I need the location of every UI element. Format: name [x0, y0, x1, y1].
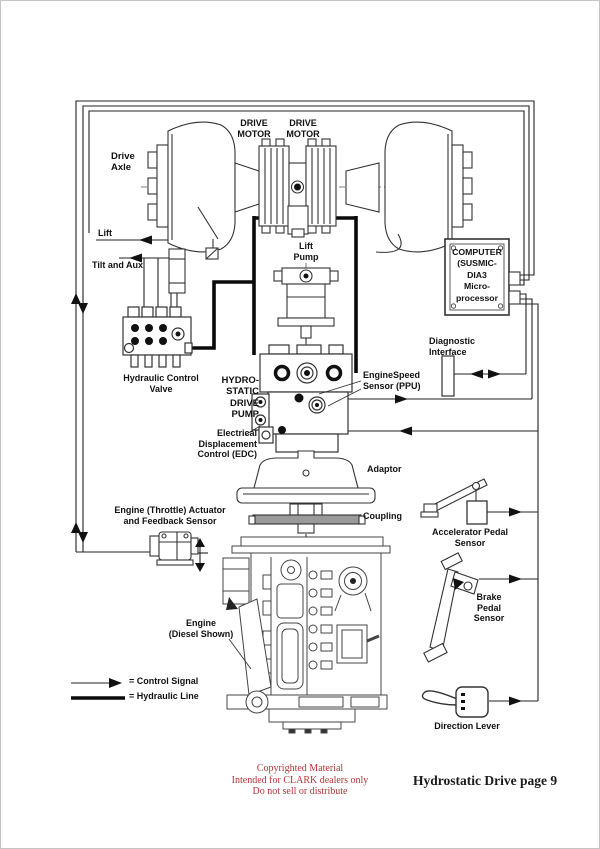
label-lift-pump: Lift Pump	[293, 241, 319, 262]
legend-control-signal: = Control Signal	[129, 676, 199, 686]
label-edc: Electrical Displacement Control (EDC)	[197, 428, 258, 460]
leader-lines	[228, 380, 362, 670]
label-coupling: Coupling	[363, 511, 402, 521]
drive-axle-illustration	[147, 121, 473, 260]
diagnostic-interface-box	[441, 355, 455, 397]
engine-illustration	[222, 536, 391, 734]
label-engine: Engine (Diesel Shown)	[168, 618, 234, 639]
label-enginespeed-sensor: EngineSpeed Sensor (PPU)	[363, 370, 421, 391]
label-adaptor: Adaptor	[367, 464, 402, 474]
label-brake-pedal-sensor: Brake Pedal Sensor	[473, 592, 505, 624]
hydrostatic-pump-illustration	[251, 344, 353, 467]
legend-hydraulic-line: = Hydraulic Line	[129, 691, 199, 701]
label-hydraulic-control-valve: Hydraulic Control Valve	[123, 373, 199, 394]
accelerator-pedal-illustration	[420, 478, 488, 525]
label-drive-axle: Drive Axle	[111, 151, 135, 174]
lift-pump-illustration	[273, 267, 339, 344]
coupling-illustration	[248, 503, 366, 540]
label-drive-motor-left: DRIVE MOTOR	[237, 118, 271, 139]
label-accelerator-pedal-sensor: Accelerator Pedal Sensor	[431, 527, 509, 548]
copyright-notice: Copyrighted Material Intended for CLARK …	[231, 763, 369, 798]
label-lift: Lift	[98, 228, 112, 238]
page-title: Hydrostatic Drive page 9	[413, 773, 558, 788]
brake-pedal-illustration	[423, 552, 479, 663]
hydraulic-control-valve-illustration	[122, 306, 193, 368]
label-direction-lever: Direction Lever	[434, 721, 500, 731]
adaptor-illustration	[236, 450, 376, 504]
label-tilt-and-aux: Tilt and Aux	[92, 260, 144, 270]
label-drive-motor-right: DRIVE MOTOR	[286, 118, 320, 139]
label-hydrostatic-drive-pump: HYDRO- STATIC DRIVE PUMP	[221, 375, 259, 421]
direction-lever-illustration	[421, 686, 489, 718]
label-computer: COMPUTER (SUSMIC- DIA3 Micro- processor	[452, 247, 502, 303]
label-engine-throttle-actuator: Engine (Throttle) Actuator and Feedback …	[114, 505, 226, 526]
hydraulic-lines	[71, 216, 358, 700]
label-diagnostic-interface: Diagnostic Interface	[429, 336, 476, 357]
computer-box	[444, 238, 521, 316]
throttle-actuator-illustration	[149, 531, 199, 566]
signal-arrows	[71, 235, 522, 706]
inline-filter	[168, 248, 186, 294]
